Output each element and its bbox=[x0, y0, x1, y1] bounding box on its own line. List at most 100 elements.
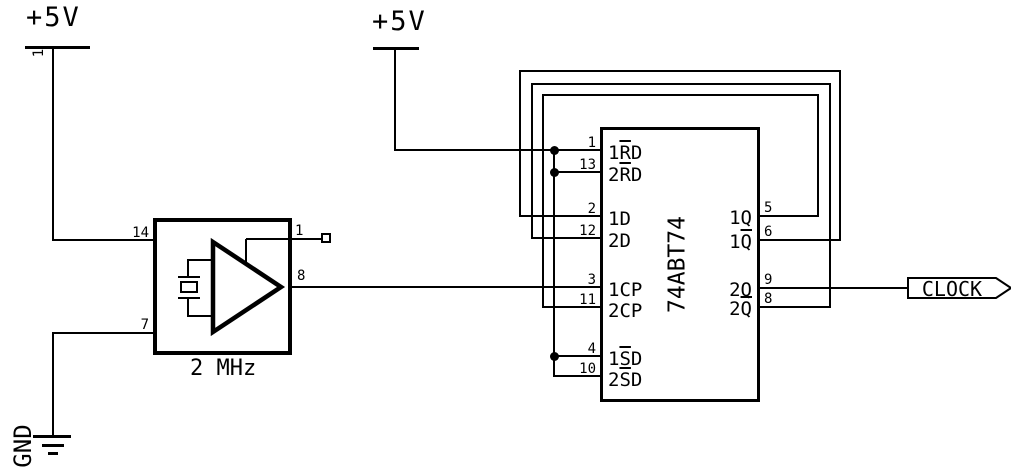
no-connect-square bbox=[321, 233, 331, 243]
label-post: D bbox=[630, 164, 643, 186]
ic-label-1d: 1D bbox=[608, 208, 631, 230]
xtal-bracket-bottom-v bbox=[187, 297, 189, 317]
ic-label-2q: 2Q bbox=[702, 279, 752, 301]
oscillator-triangle-icon bbox=[210, 237, 286, 337]
wire-ic-pin10 bbox=[553, 375, 601, 377]
wire-5v-mid-vertical bbox=[394, 49, 396, 151]
label-pre: 1D bbox=[608, 208, 631, 230]
wire-ic-pin8 bbox=[759, 306, 831, 308]
ic-label-1cp: 1CP bbox=[608, 279, 642, 301]
wire-gnd-vertical bbox=[52, 333, 54, 436]
ic-pin-number-12: 12 bbox=[579, 223, 596, 239]
clock-flag-shape bbox=[907, 277, 1011, 299]
junction-dot-pin4 bbox=[550, 352, 559, 361]
ic-label-2d: 2D bbox=[608, 230, 631, 252]
wire-loop3-left bbox=[542, 94, 544, 308]
ic-pin-number-2: 2 bbox=[587, 201, 596, 217]
wire-ic-pin13 bbox=[553, 171, 601, 173]
clock-flag-label: CLOCK bbox=[921, 277, 983, 301]
ic-name-label: 74ABT74 bbox=[664, 216, 691, 313]
wire-loop2-left bbox=[531, 83, 533, 239]
label-pre: 1CP bbox=[608, 279, 643, 301]
label-pre: 1 bbox=[729, 231, 741, 253]
wire-5v-left-vertical bbox=[52, 48, 54, 241]
ic-label-1qbar: 1Q bbox=[702, 231, 752, 253]
ic-box bbox=[600, 127, 760, 402]
ic-label-2cp: 2CP bbox=[608, 300, 642, 322]
ic-label-2rd: 2RD bbox=[608, 164, 642, 186]
xtal-body bbox=[180, 281, 198, 293]
ic-pin-number-4: 4 bbox=[587, 341, 596, 357]
xtal-bracket-top-h bbox=[187, 259, 214, 261]
label-pre: 2 bbox=[608, 164, 620, 186]
label-pre: 2D bbox=[608, 230, 631, 252]
power-left-pin-number: 1 bbox=[31, 48, 47, 58]
xtal-plate-bottom bbox=[178, 297, 200, 299]
wire-5v-feed bbox=[394, 149, 602, 151]
wire-osc-pin1-tap bbox=[245, 239, 247, 263]
osc-pin-number-8: 8 bbox=[297, 268, 306, 284]
power-bar-left bbox=[25, 46, 90, 49]
power-label-mid: +5V bbox=[372, 6, 427, 37]
ic-label-1rd: 1RD bbox=[608, 142, 642, 164]
oscillator-label: 2 MHz bbox=[190, 356, 257, 381]
label-pre: 1Q bbox=[729, 207, 752, 229]
label-pre: 2 bbox=[608, 369, 620, 391]
junction-dot-pin13 bbox=[550, 168, 559, 177]
label-post: D bbox=[630, 348, 643, 370]
wire-ic-pin2 bbox=[519, 215, 602, 217]
wire-clock-out bbox=[759, 287, 909, 289]
label-post: D bbox=[630, 142, 643, 164]
junction-dot-pin1 bbox=[550, 146, 559, 155]
ic-pin-number-1: 1 bbox=[587, 135, 596, 151]
wire-5v-rail-vertical bbox=[553, 150, 555, 377]
wire-osc-out-to-1cp bbox=[290, 286, 602, 288]
ic-pin-number-6: 6 bbox=[764, 224, 773, 240]
ic-pin-number-10: 10 bbox=[579, 361, 596, 377]
osc-pin-number-1: 1 bbox=[295, 223, 304, 239]
xtal-plate-top bbox=[178, 276, 200, 278]
wire-loop2-top bbox=[531, 83, 831, 85]
wire-osc-pin7 bbox=[52, 332, 155, 334]
wire-loop1-top bbox=[519, 70, 841, 72]
wire-osc-pin1-stub bbox=[246, 238, 322, 240]
label-bar: Q bbox=[740, 231, 752, 253]
wire-osc-pin14 bbox=[52, 239, 155, 241]
gnd-symbol-bar3 bbox=[48, 452, 58, 455]
gnd-label: GND bbox=[9, 424, 37, 468]
ic-label-2qbar: 2Q bbox=[702, 298, 752, 320]
wire-loop1-right bbox=[839, 70, 841, 241]
label-pre: 2CP bbox=[608, 300, 643, 322]
wire-loop3-top bbox=[542, 94, 819, 96]
ic-label-1sd: 1SD bbox=[608, 348, 642, 370]
power-label-left: +5V bbox=[26, 2, 81, 33]
ic-pin-number-3: 3 bbox=[587, 272, 596, 288]
wire-ic-pin4 bbox=[553, 355, 601, 357]
label-bar: R bbox=[619, 142, 631, 164]
ic-pin-number-8: 8 bbox=[764, 291, 773, 307]
wire-ic-pin6 bbox=[759, 239, 841, 241]
label-bar: S bbox=[619, 369, 631, 391]
ic-pin-number-9: 9 bbox=[764, 272, 773, 288]
label-post: D bbox=[630, 369, 643, 391]
wire-ic-pin5 bbox=[759, 215, 819, 217]
gnd-symbol-bar2 bbox=[42, 444, 64, 447]
wire-ic-pin12 bbox=[531, 237, 602, 239]
label-bar: S bbox=[619, 348, 631, 370]
label-pre: 2Q bbox=[729, 279, 752, 301]
xtal-bracket-top-v bbox=[187, 259, 189, 278]
label-pre: 1 bbox=[608, 142, 620, 164]
ic-pin-number-11: 11 bbox=[579, 292, 596, 308]
ic-label-1q: 1Q bbox=[702, 207, 752, 229]
power-bar-mid bbox=[373, 47, 419, 50]
label-bar: R bbox=[619, 164, 631, 186]
ic-pin-number-13: 13 bbox=[579, 157, 596, 173]
gnd-symbol-bar1 bbox=[33, 435, 71, 438]
wire-loop2-right bbox=[829, 83, 831, 308]
wire-loop1-left bbox=[519, 70, 521, 217]
label-bar: Q bbox=[740, 298, 752, 320]
wire-ic-pin11 bbox=[542, 306, 602, 308]
osc-pin-number-14: 14 bbox=[132, 225, 149, 241]
xtal-bracket-bottom-h bbox=[187, 315, 214, 317]
